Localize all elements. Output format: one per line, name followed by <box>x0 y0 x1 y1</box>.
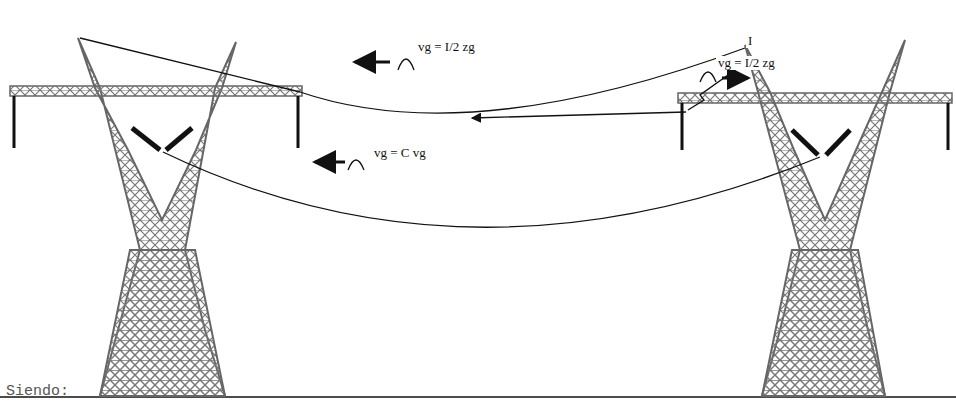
wave-label: vg = C vg <box>372 146 428 160</box>
wave-symbols <box>315 59 748 170</box>
wave-label: I <box>746 34 754 48</box>
shield-wire <box>300 48 745 113</box>
left-tower <box>10 38 302 396</box>
phase-conductor <box>163 152 820 227</box>
note-text: Siendo: <box>4 384 71 401</box>
wave-label: vg = I/2 zg <box>716 56 777 70</box>
wave-label: vg = I/2 zg <box>416 40 477 54</box>
strike-arrow <box>472 112 686 118</box>
right-tower <box>678 40 952 396</box>
